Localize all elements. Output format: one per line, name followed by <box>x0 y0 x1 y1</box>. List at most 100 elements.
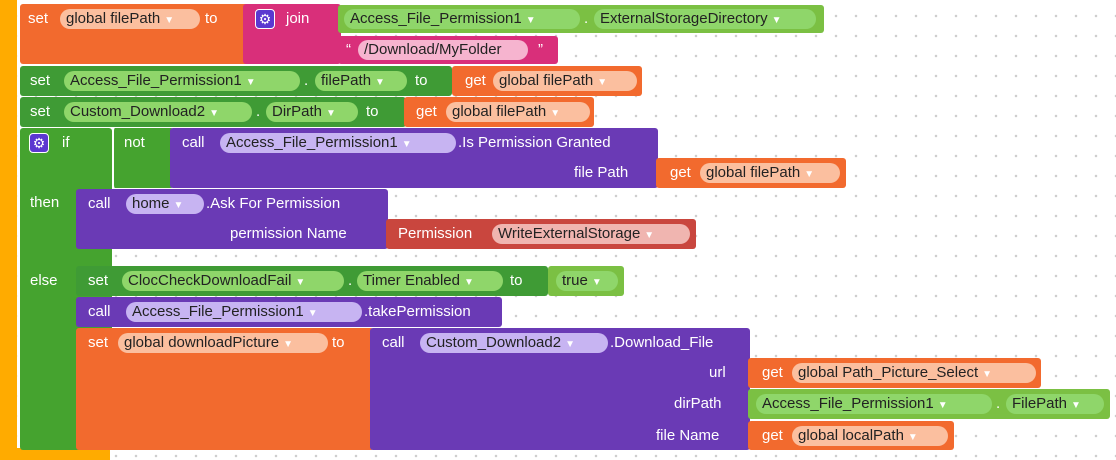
if-keyword: if <box>62 134 70 151</box>
component-name: ClocCheckDownloadFail <box>128 272 292 289</box>
var-dropdown[interactable]: global filePath▼ <box>700 163 840 183</box>
component-dropdown[interactable]: Access_File_Permission1▼ <box>756 394 992 414</box>
call-keyword: call <box>382 334 405 351</box>
chevron-down-icon: ▼ <box>209 108 219 119</box>
gear-icon[interactable]: ⚙ <box>255 9 275 29</box>
set-keyword: set <box>30 72 51 89</box>
chevron-down-icon: ▼ <box>644 230 655 241</box>
chevron-down-icon: ▼ <box>464 277 474 288</box>
component-name: Access_File_Permission1 <box>132 303 304 320</box>
var-dropdown[interactable]: global downloadPicture▼ <box>118 333 328 353</box>
chevron-down-icon: ▼ <box>173 200 184 211</box>
dot-separator: . <box>348 272 353 289</box>
chevron-down-icon: ▼ <box>907 432 918 443</box>
chevron-down-icon: ▼ <box>164 15 175 26</box>
to-keyword: to <box>366 103 379 120</box>
chevron-down-icon: ▼ <box>804 169 815 180</box>
component-name: Access_File_Permission1 <box>350 10 522 27</box>
component-name: Custom_Download2 <box>70 103 206 120</box>
component-dropdown[interactable]: Access_File_Permission1▼ <box>64 71 300 91</box>
event-block-bottom <box>0 448 110 460</box>
component-name: Access_File_Permission1 <box>70 72 242 89</box>
filename-label: file Name <box>656 427 720 444</box>
component-name: Access_File_Permission1 <box>226 134 398 151</box>
property-dropdown[interactable]: ExternalStorageDirectory▼ <box>594 9 816 29</box>
set-keyword: set <box>88 334 109 351</box>
arg-label: permission Name <box>230 225 347 242</box>
boolean-value: true <box>562 272 588 289</box>
get-keyword: get <box>762 364 783 381</box>
method-name: .Is Permission Granted <box>458 134 611 151</box>
permission-label: Permission <box>398 225 473 242</box>
component-dropdown[interactable]: Custom_Download2▼ <box>64 102 252 122</box>
dot-separator: . <box>584 10 589 27</box>
to-keyword: to <box>332 334 345 351</box>
chevron-down-icon: ▼ <box>295 277 306 288</box>
not-block[interactable] <box>112 128 174 188</box>
arg-label: file Path <box>574 164 629 181</box>
chevron-down-icon: ▼ <box>401 139 412 150</box>
property-name: filePath <box>321 72 372 89</box>
boolean-dropdown[interactable]: true▼ <box>556 271 618 291</box>
call-keyword: call <box>88 195 111 212</box>
permission-dropdown[interactable]: WriteExternalStorage▼ <box>492 224 690 244</box>
component-name: Access_File_Permission1 <box>762 395 934 412</box>
set-keyword: set <box>28 10 49 27</box>
chevron-down-icon: ▼ <box>307 308 318 319</box>
property-dropdown[interactable]: DirPath▼ <box>266 102 358 122</box>
chevron-down-icon: ▼ <box>591 277 602 288</box>
chevron-down-icon: ▼ <box>982 369 993 380</box>
call-keyword: call <box>182 134 205 151</box>
chevron-down-icon: ▼ <box>1071 400 1081 411</box>
to-keyword: to <box>510 272 523 289</box>
component-name: Custom_Download2 <box>426 334 562 351</box>
chevron-down-icon: ▼ <box>375 77 385 88</box>
property-name: FilePath <box>1012 395 1068 412</box>
method-name: .Ask For Permission <box>206 195 341 212</box>
component-name: home <box>132 195 170 212</box>
method-name: .takePermission <box>364 303 471 320</box>
to-keyword: to <box>205 10 218 27</box>
property-name: ExternalStorageDirectory <box>600 10 768 27</box>
var-name: global downloadPicture <box>124 334 280 351</box>
chevron-down-icon: ▼ <box>525 15 536 26</box>
component-dropdown[interactable]: home▼ <box>126 194 204 214</box>
dirpath-label: dirPath <box>674 395 722 412</box>
chevron-down-icon: ▼ <box>597 77 608 88</box>
call-keyword: call <box>88 303 111 320</box>
get-keyword: get <box>762 427 783 444</box>
quote-close: ” <box>538 41 543 58</box>
set-keyword: set <box>88 272 109 289</box>
text-string-field[interactable]: /Download/MyFolder <box>358 40 528 60</box>
var-name: global filePath <box>499 72 594 89</box>
var-dropdown[interactable]: global Path_Picture_Select▼ <box>792 363 1036 383</box>
component-dropdown[interactable]: Custom_Download2▼ <box>420 333 608 353</box>
component-dropdown[interactable]: ClocCheckDownloadFail▼ <box>122 271 344 291</box>
gear-icon[interactable]: ⚙ <box>29 133 49 153</box>
chevron-down-icon: ▼ <box>283 339 294 350</box>
property-dropdown[interactable]: FilePath▼ <box>1006 394 1104 414</box>
component-dropdown[interactable]: Access_File_Permission1▼ <box>220 133 456 153</box>
var-name: global filePath <box>706 164 801 181</box>
chevron-down-icon: ▼ <box>937 400 948 411</box>
property-dropdown[interactable]: filePath▼ <box>315 71 407 91</box>
var-dropdown[interactable]: global filePath▼ <box>446 102 590 122</box>
else-keyword: else <box>30 272 58 289</box>
var-name: global filePath <box>452 103 547 120</box>
dot-separator: . <box>996 395 1001 412</box>
var-name: global filePath <box>66 10 161 27</box>
property-dropdown[interactable]: Timer Enabled▼ <box>357 271 503 291</box>
component-dropdown[interactable]: Access_File_Permission1▼ <box>126 302 362 322</box>
var-dropdown[interactable]: global localPath▼ <box>792 426 948 446</box>
var-dropdown[interactable]: global filePath▼ <box>493 71 637 91</box>
set-keyword: set <box>30 103 51 120</box>
event-block-bar[interactable] <box>0 0 17 460</box>
property-name: DirPath <box>272 103 323 120</box>
dot-separator: . <box>304 72 309 89</box>
chevron-down-icon: ▼ <box>245 77 256 88</box>
var-name: global localPath <box>798 427 904 444</box>
component-dropdown[interactable]: Access_File_Permission1▼ <box>344 9 580 29</box>
quote-open: “ <box>346 41 351 58</box>
var-dropdown-filepath[interactable]: global filePath▼ <box>60 9 200 29</box>
then-keyword: then <box>30 194 60 211</box>
